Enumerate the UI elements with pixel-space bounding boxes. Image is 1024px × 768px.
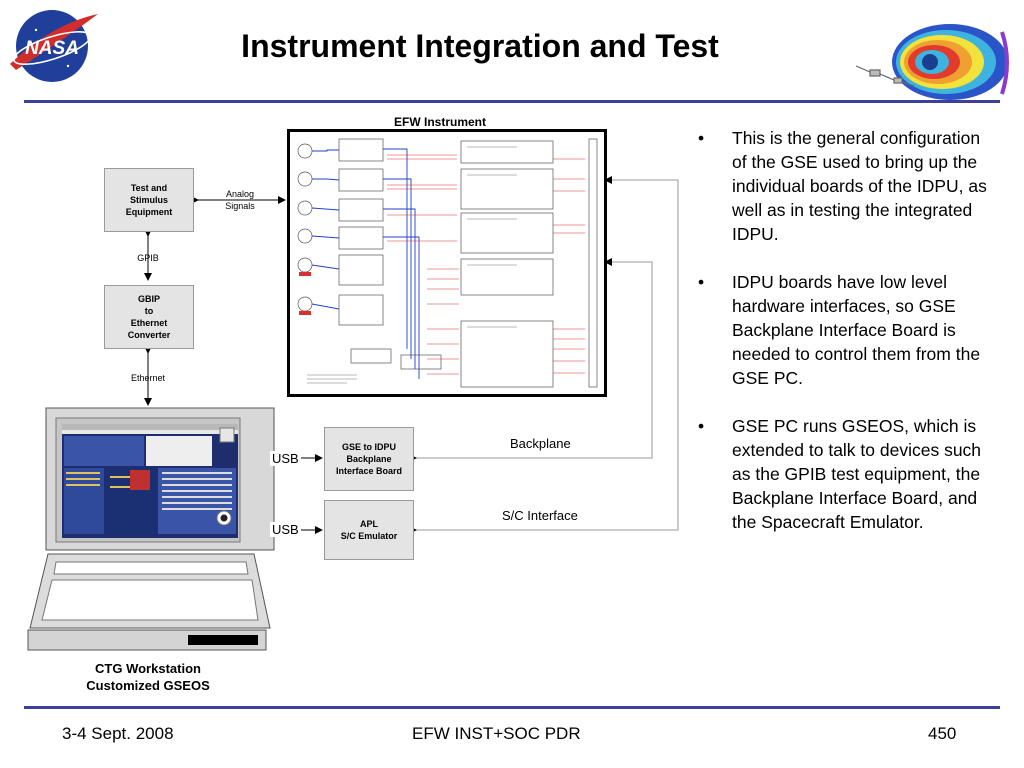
apl-sc-emulator-box: APL S/C Emulator: [324, 500, 414, 560]
satellite-icon: [855, 65, 915, 87]
efw-instrument-schematic: [287, 129, 607, 397]
gse-idpu-backplane-box: GSE to IDPU Backplane Interface Board: [324, 427, 414, 491]
bullet-item: GSE PC runs GSEOS, which is extended to …: [692, 414, 992, 534]
nasa-logo-text: NASA: [25, 38, 79, 59]
bullet-item: IDPU boards have low level hardware inte…: [692, 270, 992, 390]
footer-date: 3-4 Sept. 2008: [62, 724, 174, 743]
bullet-item: This is the general configuration of the…: [692, 126, 992, 246]
usb-label-bottom: USB: [270, 522, 301, 537]
backplane-label: Backplane: [510, 436, 571, 451]
nasa-logo: NASA: [10, 10, 98, 82]
bullet-list: This is the general configuration of the…: [692, 126, 992, 558]
test-stimulus-equipment-box: Test and Stimulus Equipment: [104, 168, 194, 232]
radiation-belt-image: [855, 24, 1009, 100]
usb-label-top: USB: [270, 451, 301, 466]
ethernet-label: Ethernet: [130, 373, 166, 383]
header-rule: [24, 100, 1000, 103]
ctg-workstation-illustration: [27, 407, 275, 651]
gbip-ethernet-converter-box: GBIP to Ethernet Converter: [104, 285, 194, 349]
workstation-caption: CTG Workstation Customized GSEOS: [86, 661, 210, 693]
analog-signals-label: Analog Signals: [225, 189, 255, 211]
footer-rule: [24, 706, 1000, 709]
efw-instrument-label: EFW Instrument: [394, 115, 486, 129]
slide-title: Instrument Integration and Test: [241, 28, 719, 64]
page-number: 450: [928, 724, 957, 743]
footer-center: EFW INST+SOC PDR: [412, 724, 581, 743]
sc-interface-label: S/C Interface: [502, 508, 578, 523]
gpib-label: GPIB: [137, 253, 159, 263]
